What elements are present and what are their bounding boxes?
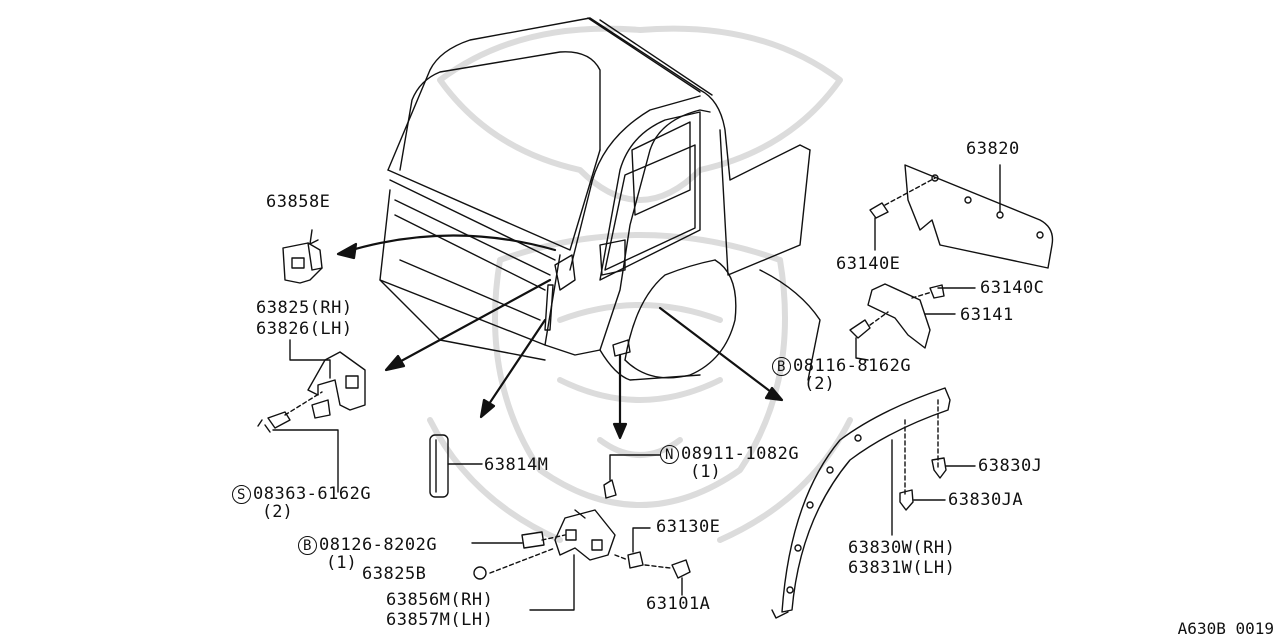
label-63856m: 63856M(RH) — [386, 590, 494, 610]
label-63830j: 63830J — [978, 456, 1043, 476]
bracket-63141-drawing — [849, 283, 976, 361]
label-63831w: 63831W(LH) — [848, 558, 956, 578]
prefix-n-icon: N — [660, 445, 679, 464]
leader-arrows — [336, 234, 784, 440]
clip-63858e-drawing — [282, 229, 323, 284]
molding-63830w-drawing — [771, 387, 976, 619]
prefix-b-icon: B — [772, 357, 791, 376]
label-63814m: 63814M — [484, 455, 549, 475]
label-63857m: 63857M(LH) — [386, 610, 494, 630]
label-63101a: 63101A — [646, 594, 711, 614]
label-63826: 63826(LH) — [256, 319, 353, 339]
truck-cab-drawing — [379, 17, 821, 381]
label-63825: 63825(RH) — [256, 298, 353, 318]
bracket-63825-drawing — [257, 339, 366, 493]
qty-08126: (1) — [326, 553, 357, 573]
mudguard-63820-drawing — [869, 164, 1054, 269]
label-63130e: 63130E — [656, 517, 721, 537]
qty-08363: (2) — [262, 502, 293, 522]
strip-63814m-drawing — [429, 434, 483, 498]
mud-bracket-drawing — [471, 454, 691, 611]
label-63830w: 63830W(RH) — [848, 538, 956, 558]
label-63141: 63141 — [960, 305, 1014, 325]
label-63820: 63820 — [966, 139, 1020, 159]
qty-08116: (2) — [804, 374, 835, 394]
prefix-b-icon: B — [298, 536, 317, 555]
label-63140e: 63140E — [836, 254, 901, 274]
label-63825b: 63825B — [362, 564, 427, 584]
label-63830ja: 63830JA — [948, 490, 1024, 510]
qty-08911: (1) — [690, 462, 721, 482]
label-63140c: 63140C — [980, 278, 1045, 298]
diagram-reference-code: A630B 0019 — [1177, 619, 1274, 638]
prefix-s-icon: S — [232, 485, 251, 504]
label-63858e: 63858E — [266, 192, 331, 212]
